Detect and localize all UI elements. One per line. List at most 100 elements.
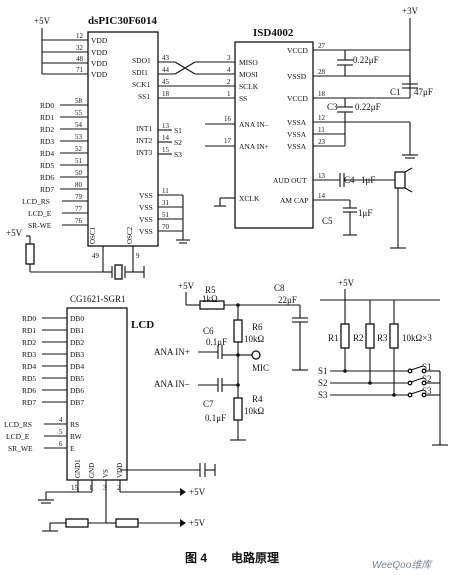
isd-ss-label: SS (239, 94, 247, 103)
c8-value: 22μF (278, 295, 297, 305)
lcd-contrast-resistor-2 (115, 518, 139, 528)
isd-mosi-label: MOSI (239, 70, 258, 79)
lcd-rw-label: RW (70, 432, 83, 441)
lcd-bottom-pins: GND1 GND VS VDD 15 1 3 2 +5V (38, 459, 216, 532)
lcd-vs-label: VS (102, 469, 110, 478)
r6-label: R6 (252, 322, 263, 332)
c5-label: C5 (322, 216, 333, 226)
lcd-db5-label: DB5 (70, 374, 84, 383)
r4-label: R4 (252, 394, 263, 404)
mcu-int1-num: 13 (162, 122, 170, 130)
mcu-vss-num-4: 70 (162, 223, 170, 231)
mcu-sdi1-label: SDI1 (132, 68, 148, 77)
mcu-rd4-label: RD4 (40, 149, 54, 158)
switch-s3[interactable] (407, 389, 427, 398)
mcu-vdd-num-4: 71 (76, 66, 84, 74)
isd-ana-plus-label: ANA IN+ (239, 142, 269, 151)
mcu-sck1-label: SCK1 (132, 80, 151, 89)
lcd-vdd-supply-label: +5V (189, 487, 206, 497)
lcd-name: LCD (131, 319, 154, 331)
mcu-ss1-label: SS1 (138, 92, 150, 101)
lcd-net-rd2: RD2 (22, 338, 36, 347)
mcu-vss-label-3: VSS (139, 215, 153, 224)
c1-label: C1 (390, 87, 401, 97)
switch-s2[interactable] (407, 377, 427, 386)
mcu-sdo1-label: SDO1 (132, 56, 151, 65)
mcu-pullup: +5V (6, 228, 103, 273)
mcu-int1-label: INT1 (136, 124, 152, 133)
r2-resistor (365, 323, 375, 349)
lcd-db0-label: DB0 (70, 314, 84, 323)
mcu-rd6-num: 50 (75, 169, 83, 177)
mic-supply-label: +5V (178, 281, 195, 291)
mcu-int3-num: 15 (162, 146, 170, 154)
mcu-chip: +5V dsPIC30F6014 12 32 48 71 VDD VDD VDD… (6, 15, 235, 280)
mcu-name: dsPIC30F6014 (88, 15, 158, 27)
lcd-db3-label: DB3 (70, 350, 84, 359)
mcu-body (87, 31, 159, 247)
cap-top-value: 0.22μF (353, 55, 379, 65)
r-bank-value: 10kΩ×3 (402, 333, 432, 343)
mcu-rd4-num: 52 (75, 145, 83, 153)
isd-vssd-num: 28 (318, 68, 326, 76)
lcd-contrast-resistor-1 (65, 518, 89, 528)
mcu-sdi1-num: 44 (162, 66, 170, 74)
isd-vssa-num-2: 11 (318, 126, 325, 134)
mcu-vdd-num-3: 48 (76, 55, 84, 63)
isd-miso-label: MISO (239, 58, 258, 67)
mic-section: +5V R5 1kΩ C8 22μF R6 10kΩ MIC ANA IN+ C… (154, 281, 308, 441)
s3-lever (410, 389, 424, 395)
lcd-net-rd3: RD3 (22, 350, 36, 359)
switch-s1[interactable] (407, 365, 427, 374)
lcd-part-name: CG1621-SGR1 (70, 294, 126, 304)
mcu-int3-label: INT3 (136, 148, 152, 157)
mcu-osc1-num: 49 (92, 252, 100, 260)
s1-contact-right (421, 368, 427, 374)
mcu-ctrl-pins: LCD_RS LCD_E SR-WE 79 77 76 (22, 193, 88, 230)
mcu-vss-num-3: 51 (162, 211, 170, 219)
mcu-lcd-rs-num: 79 (75, 193, 83, 201)
mcu-vss-label-2: VSS (139, 203, 153, 212)
lcd-e-label: E (70, 444, 75, 453)
mcu-vdd-label-4: VDD (91, 70, 108, 79)
mcu-int1-net: S1 (174, 126, 182, 135)
s2-junction (368, 381, 372, 385)
isd-mosi-num: 4 (227, 66, 231, 74)
lcd-db6-label: DB6 (70, 386, 84, 395)
r5-value: 1kΩ (202, 294, 218, 304)
lcd-gnd-num: 1 (89, 484, 93, 492)
mcu-vss-label-1: VSS (139, 191, 153, 200)
lcd-rs-label: RS (70, 420, 79, 429)
lcd-rw-num: 5 (59, 428, 63, 436)
pullup-resistor (25, 243, 35, 265)
isd-xclk-label: XCLK (239, 194, 260, 203)
lcd-net-rd0: RD0 (22, 314, 36, 323)
key-net-s3: S3 (318, 390, 328, 400)
ana-plus-label: ANA IN+ (154, 347, 190, 357)
s1-junction (343, 369, 347, 373)
switch-s3-label: S3 (422, 386, 432, 396)
spi-cross-sdi1 (174, 61, 196, 75)
isd-ana-plus-num: 17 (224, 137, 232, 145)
mcu-rd2-num: 54 (75, 121, 83, 129)
mcu-rd-pins: RD0 RD1 RD2 RD3 RD4 RD5 RD6 RD7 58 55 54… (40, 97, 88, 194)
isd-vccd-label-2: VCCD (287, 94, 308, 103)
audio-jack-contact-top (404, 167, 413, 173)
mcu-rd3-label: RD3 (40, 137, 54, 146)
r1-label: R1 (328, 333, 339, 343)
mcu-ss1-num: 18 (162, 90, 170, 98)
lcd-vs-supply-arrow (180, 519, 186, 527)
r4-value: 10kΩ (244, 406, 265, 416)
lcd-e-num: 6 (59, 440, 63, 448)
c3-label: C3 (327, 102, 338, 112)
c6-value: 0.1μF (206, 337, 227, 347)
s1-lever (410, 365, 424, 371)
c8-label: C8 (274, 283, 285, 293)
r3-resistor (389, 323, 399, 349)
s1-contact-left (407, 368, 413, 374)
lcd-db4-label: DB4 (70, 362, 84, 371)
isd-miso-num: 3 (227, 54, 231, 62)
lcd-net-e: LCD_E (6, 432, 30, 441)
mcu-vdd-label-1: VDD (91, 36, 108, 45)
